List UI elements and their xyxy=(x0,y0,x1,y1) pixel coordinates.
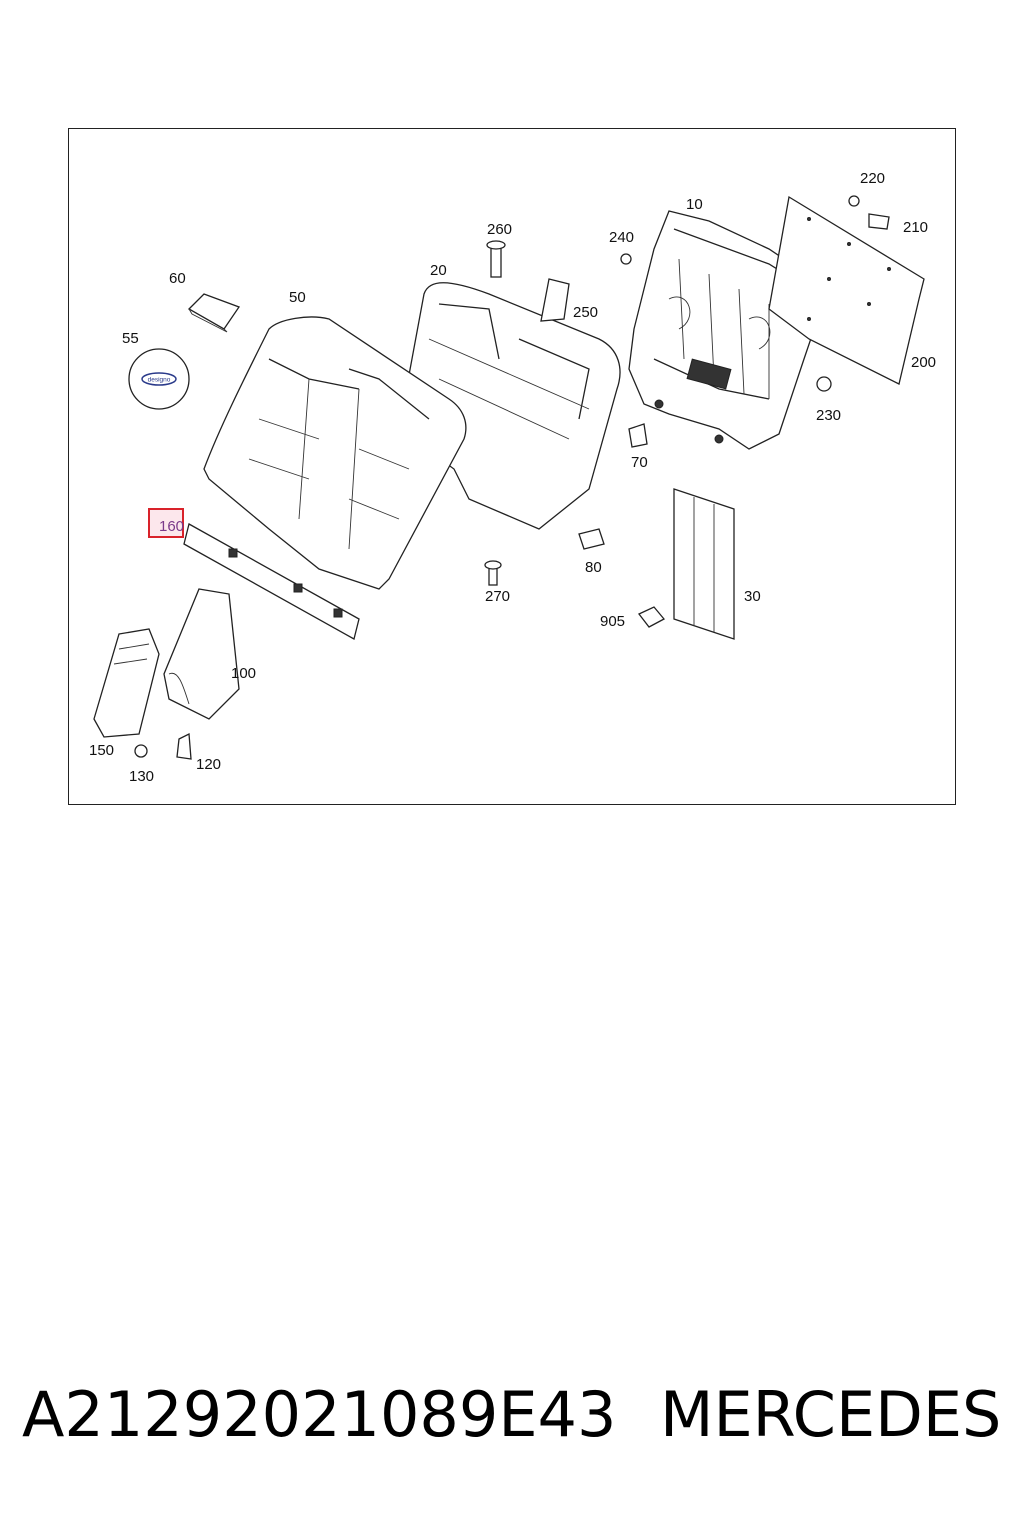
highlight-160[interactable] xyxy=(148,508,184,538)
callout-220[interactable]: 220 xyxy=(860,170,886,187)
part-10-seat-frame xyxy=(628,210,822,450)
callout-100[interactable]: 100 xyxy=(231,665,257,682)
part-100-side-cover xyxy=(163,588,240,720)
part-30-mat xyxy=(673,488,735,640)
part-220-bolt xyxy=(848,195,860,207)
part-130-clip xyxy=(134,744,148,758)
callout-160[interactable]: 160 xyxy=(159,518,185,535)
badge-text: designo xyxy=(148,377,171,384)
callout-200[interactable]: 200 xyxy=(911,354,937,371)
part-240-screw xyxy=(620,253,632,265)
exploded-seat-diagram: designo xyxy=(93,195,925,760)
part-20-backrest-cover xyxy=(398,282,621,530)
callout-150[interactable]: 150 xyxy=(89,742,115,759)
callout-50[interactable]: 50 xyxy=(289,289,306,306)
part-210-bracket xyxy=(868,213,890,230)
callout-250[interactable]: 250 xyxy=(573,304,599,321)
part-230-clip xyxy=(816,376,832,392)
part-260-bolt xyxy=(486,240,506,278)
part-250-latch xyxy=(540,278,570,322)
callout-80[interactable]: 80 xyxy=(585,559,602,576)
part-120-bracket xyxy=(176,732,192,760)
part-160-rail xyxy=(183,523,360,640)
part-55-designo-badge: designo xyxy=(128,348,190,410)
callout-230[interactable]: 230 xyxy=(816,407,842,424)
part-60-pad xyxy=(187,293,241,333)
callout-20[interactable]: 20 xyxy=(430,262,447,279)
part-150-armrest xyxy=(93,628,160,738)
callout-120[interactable]: 120 xyxy=(196,756,222,773)
callout-260[interactable]: 260 xyxy=(487,221,513,238)
callout-10[interactable]: 10 xyxy=(686,196,703,213)
callout-60[interactable]: 60 xyxy=(169,270,186,287)
callout-30[interactable]: 30 xyxy=(744,588,761,605)
callout-210[interactable]: 210 xyxy=(903,219,929,236)
part-70-clip xyxy=(628,423,648,448)
part-905-tag xyxy=(637,606,666,628)
callout-130[interactable]: 130 xyxy=(129,768,155,785)
callout-905[interactable]: 905 xyxy=(600,613,626,630)
part-number: A21292021089E43 xyxy=(22,1378,617,1451)
part-80-hook xyxy=(578,528,605,550)
brand-name: MERCEDES xyxy=(660,1378,1002,1451)
callout-55[interactable]: 55 xyxy=(122,330,139,347)
callout-270[interactable]: 270 xyxy=(485,588,511,605)
parts-diagram: designo xyxy=(68,128,956,805)
callout-70[interactable]: 70 xyxy=(631,454,648,471)
part-200-back-panel xyxy=(768,195,925,385)
part-270-bolt xyxy=(484,560,502,586)
part-50-backrest-foam xyxy=(203,316,467,590)
callout-240[interactable]: 240 xyxy=(609,229,635,246)
